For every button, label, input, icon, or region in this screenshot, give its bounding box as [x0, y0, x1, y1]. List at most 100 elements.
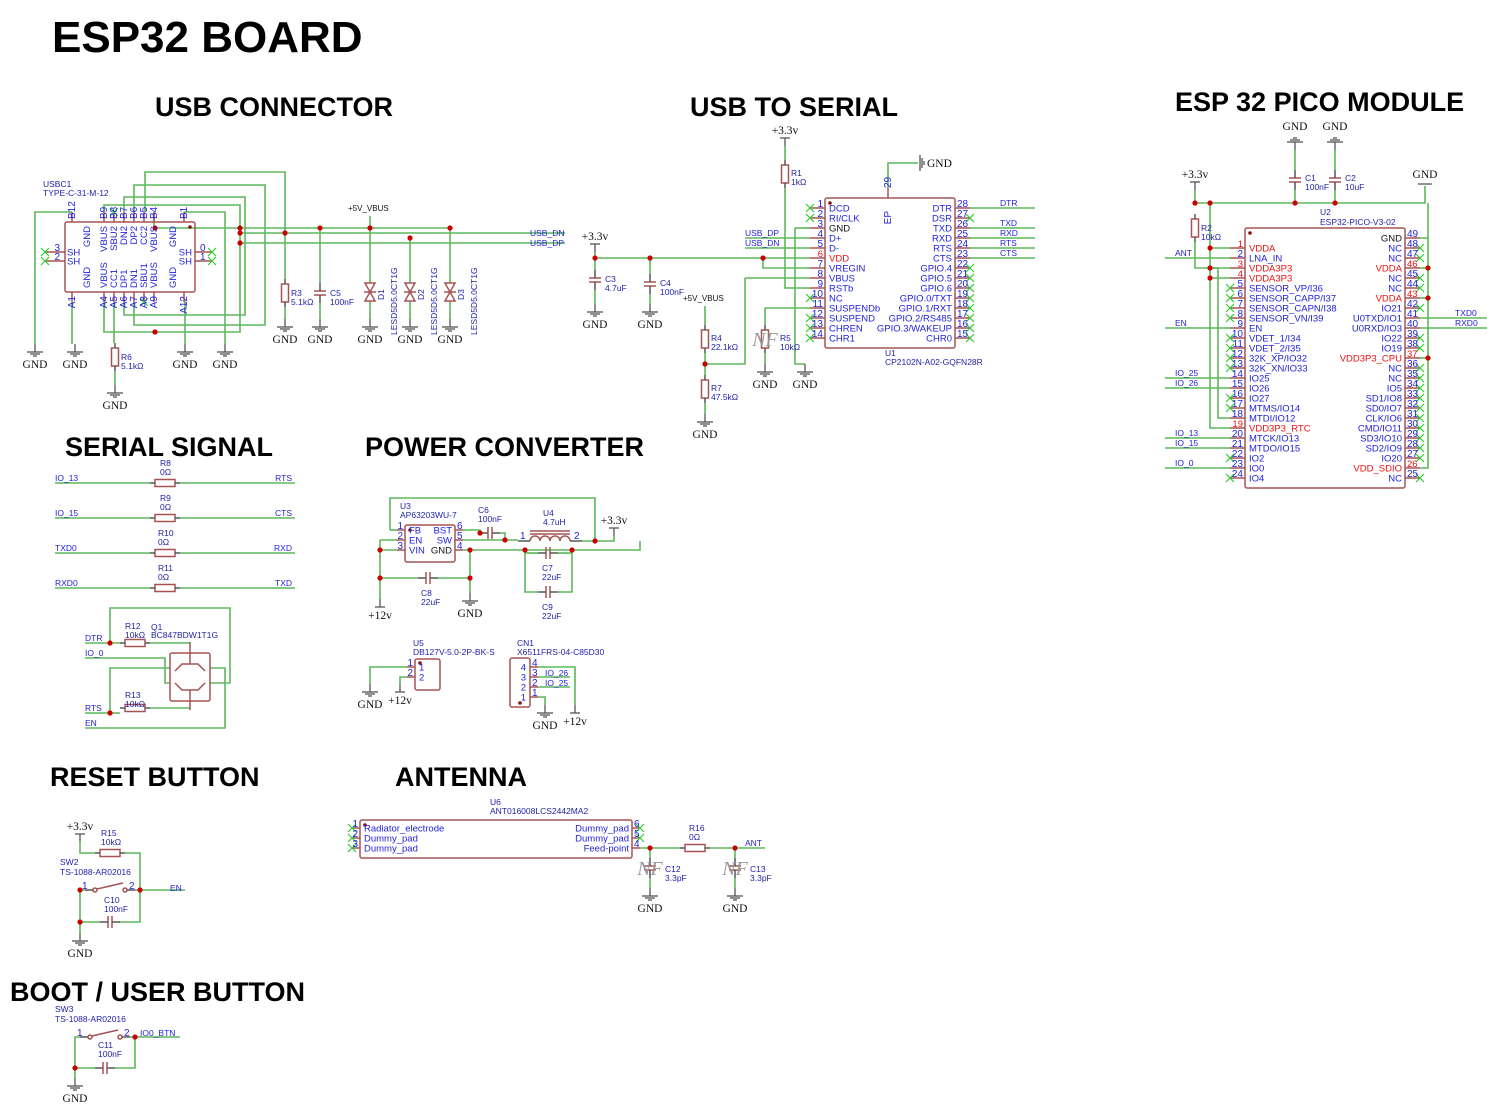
diode-triangle: [363, 282, 377, 294]
no-connect-stroke: [1415, 363, 1425, 373]
u1-pin-name: RI/CLK: [829, 214, 860, 225]
u1-pin-number: 20: [957, 279, 969, 290]
net-label-io-26: IO_26: [1175, 378, 1198, 388]
diode-triangle: [443, 290, 457, 302]
u2-pin-name: NC: [1388, 274, 1402, 285]
no-connect-stroke: [207, 247, 217, 257]
q1-ref: Q1: [151, 622, 163, 632]
ground-label: GND: [723, 903, 748, 915]
c13-ref: C13: [750, 864, 766, 874]
u6-pin-name: Dummy_pad: [364, 834, 418, 845]
u1-pin-name: CHR1: [829, 334, 855, 345]
u2-pin-number: 24: [1232, 469, 1244, 480]
no-connect-icon: [40, 256, 50, 266]
ground-icon: [177, 344, 193, 357]
u1-pin-number: 26: [957, 219, 969, 230]
u1-pin-number: 14: [812, 329, 824, 340]
no-connect-icon: [1225, 313, 1235, 323]
ground-label: GND: [1413, 169, 1438, 181]
no-connect-stroke: [207, 256, 217, 266]
c12-value: 3.3pF: [665, 873, 687, 883]
c9-ref: C9: [542, 602, 553, 612]
junction-dot: [1207, 245, 1213, 251]
net-label-rxd: RXD: [1000, 228, 1018, 238]
no-connect-stroke: [965, 293, 975, 303]
u2-pin-name: VDDA3P3: [1249, 264, 1292, 275]
power-rail-icon: [780, 137, 790, 146]
net-label-io0-btn: IO0_BTN: [140, 1028, 175, 1038]
wire: [463, 549, 471, 593]
u1-pin-name: GND: [829, 224, 850, 235]
r4-ref: R4: [711, 333, 722, 343]
c7-ref: C7: [542, 563, 553, 573]
sw3-value: TS-1088-AR02016: [55, 1014, 126, 1024]
labels-layer: ESP32 BOARD USB CONNECTOR USB TO SERIAL …: [10, 13, 1478, 1105]
no-connect-stroke: [965, 273, 975, 283]
junction-dot: [367, 225, 373, 231]
u6-pin-number: 4: [634, 839, 640, 850]
u2-pin-number: 28: [1407, 439, 1419, 450]
junction-dot: [377, 547, 383, 553]
u2-pin-name: IO4: [1249, 474, 1264, 485]
no-connect-icon: [805, 313, 815, 323]
no-connect-stroke: [805, 203, 815, 213]
switch-contact: [92, 887, 98, 893]
u2-pin-number: 23: [1232, 459, 1244, 470]
r15-value: 10kΩ: [101, 837, 121, 847]
power-rail-label: +12v: [388, 695, 412, 707]
power-rail-label: +12v: [368, 610, 392, 622]
net-label-io-15: IO_15: [1175, 438, 1198, 448]
usbc1-pin-name: SBU2: [109, 226, 120, 251]
section-title-reset-button: RESET BUTTON: [50, 762, 260, 792]
ground-label: GND: [173, 359, 198, 371]
u1-pin-name: VDD: [829, 254, 849, 265]
junction-dot: [407, 235, 413, 241]
u2-pin-name: LNA_IN: [1249, 254, 1282, 265]
u2-pin-number: 8: [1237, 309, 1243, 320]
u1-pin-name: RXD: [932, 234, 952, 245]
net-label-rxd: RXD: [274, 543, 292, 553]
junction-dot: [152, 329, 158, 335]
ground-label: GND: [638, 903, 663, 915]
u2-pin-number: 33: [1407, 389, 1419, 400]
no-connect-icon: [635, 823, 645, 833]
junction-dot: [467, 575, 473, 581]
u2-pin-name: CMD/IO11: [1358, 424, 1402, 435]
u3-body: [404, 524, 456, 563]
u2-pin-number: 45: [1407, 269, 1419, 280]
no-connect-icon: [1225, 343, 1235, 353]
u4-ref: U4: [543, 508, 554, 518]
junction-dot: [1207, 200, 1213, 206]
no-connect-stroke: [1415, 343, 1425, 353]
u2-pin-number: 13: [1232, 359, 1244, 370]
resistor-body: [154, 478, 176, 488]
cn1-pin-number: 4: [532, 658, 538, 669]
r5-value: 10kΩ: [780, 342, 800, 352]
u1-pin-name: GPIO.2/RS485: [889, 314, 952, 325]
net-label-dtr: DTR: [85, 633, 102, 643]
r5-ref: R5: [780, 333, 791, 343]
pin1-marker: [418, 661, 422, 665]
no-connect-stroke: [1225, 363, 1235, 373]
u2-pin-name: IO25: [1249, 374, 1270, 385]
diode-triangle: [403, 290, 417, 302]
section-title-antenna: ANTENNA: [395, 762, 527, 792]
no-connect-stroke: [347, 843, 357, 853]
usbc1-pin-number: B7: [119, 206, 130, 219]
u6-pin-name: Dummy_pad: [364, 844, 418, 855]
power-rail-label: +3.3v: [601, 515, 628, 527]
no-connect-stroke: [1415, 383, 1425, 393]
d3-value: LESD5D5.0CT1G: [469, 267, 479, 335]
junction-dot: [569, 547, 575, 553]
u2-pin-name: VDET_2/I35: [1249, 344, 1301, 355]
u1-pin-name: GPIO.3/WAKEUP: [877, 324, 952, 335]
u5-pin-number: 1: [407, 658, 413, 669]
no-connect-stroke: [1415, 473, 1425, 483]
d1-ref: D1: [376, 289, 386, 300]
no-connect-icon: [1415, 283, 1425, 293]
pin1-marker: [518, 701, 522, 705]
r13-ref: R13: [125, 690, 141, 700]
junction-dot: [647, 255, 653, 261]
resistor-body: [700, 329, 710, 349]
sw3-pin-number: 1: [77, 1028, 83, 1039]
